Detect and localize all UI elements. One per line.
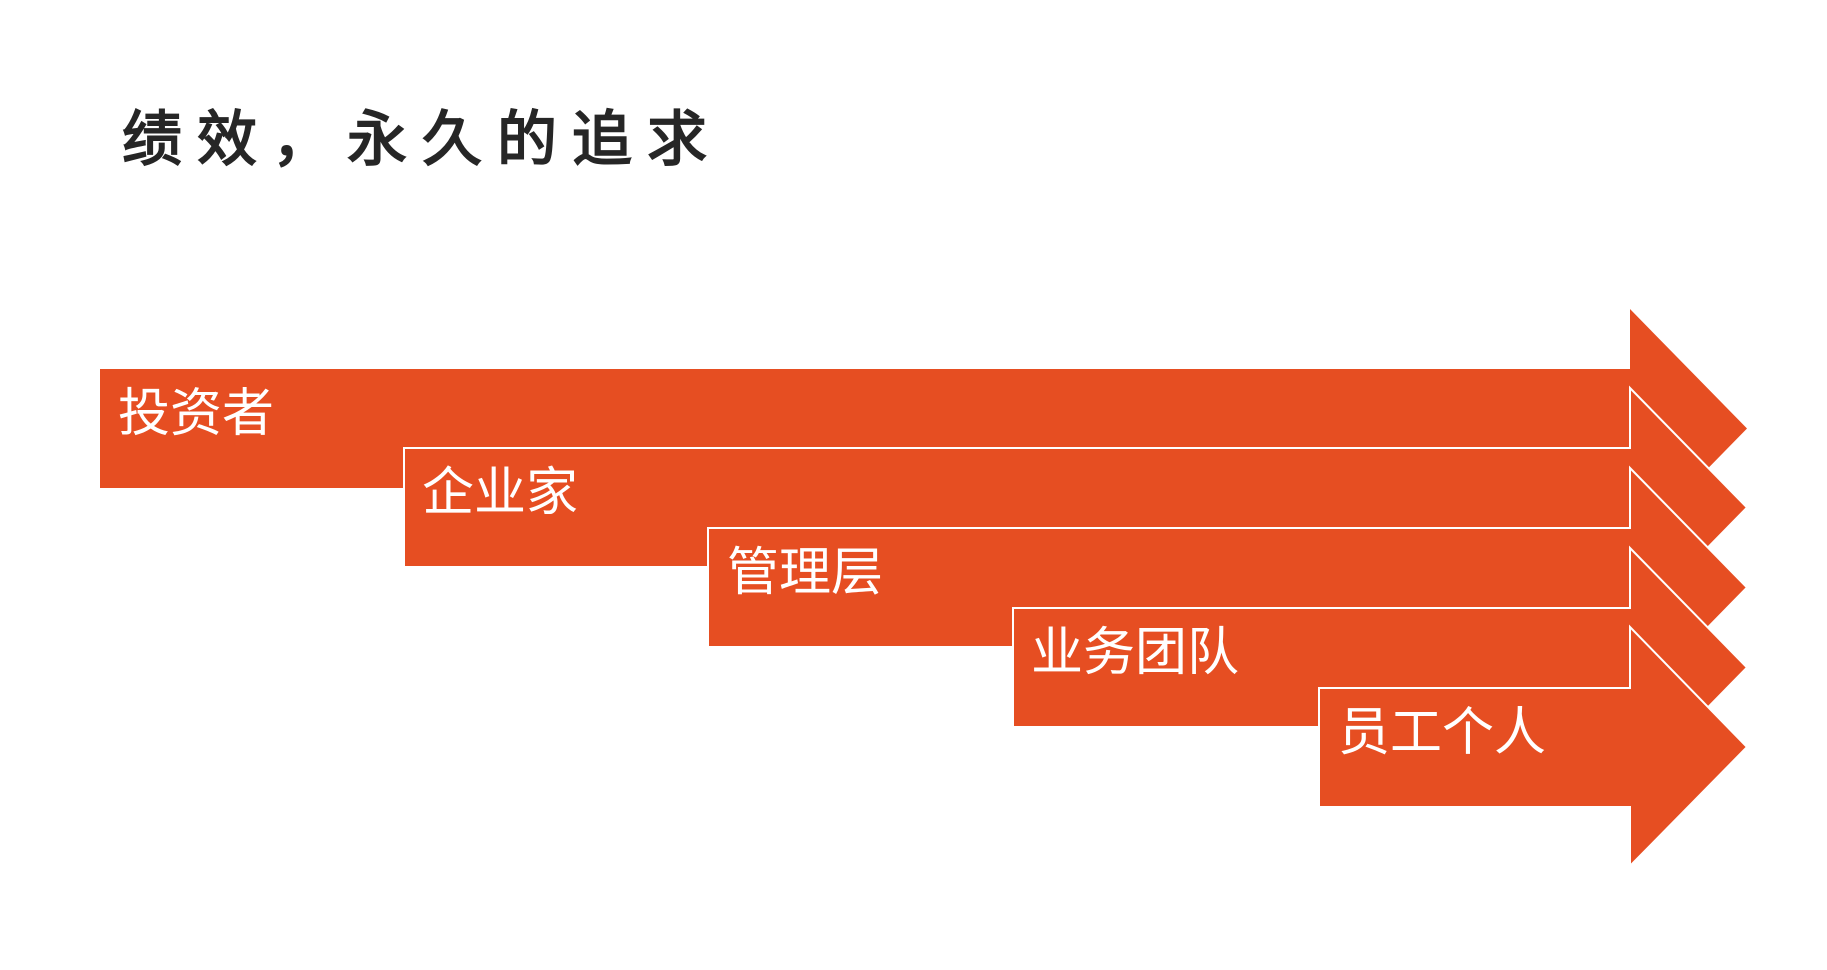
slide-title: 绩效，永久的追求 bbox=[122, 105, 722, 175]
arrow-label-individual-employee: 员工个人 bbox=[1338, 705, 1547, 762]
arrow-label-business-team: 业务团队 bbox=[1031, 625, 1240, 682]
arrow-label-entrepreneur: 企业家 bbox=[422, 465, 579, 522]
arrow-label-investor: 投资者 bbox=[118, 386, 275, 443]
arrow-label-management: 管理层 bbox=[727, 545, 884, 602]
arrow-investor bbox=[100, 309, 1747, 548]
arrow-individual-employee bbox=[1318, 624, 1749, 869]
